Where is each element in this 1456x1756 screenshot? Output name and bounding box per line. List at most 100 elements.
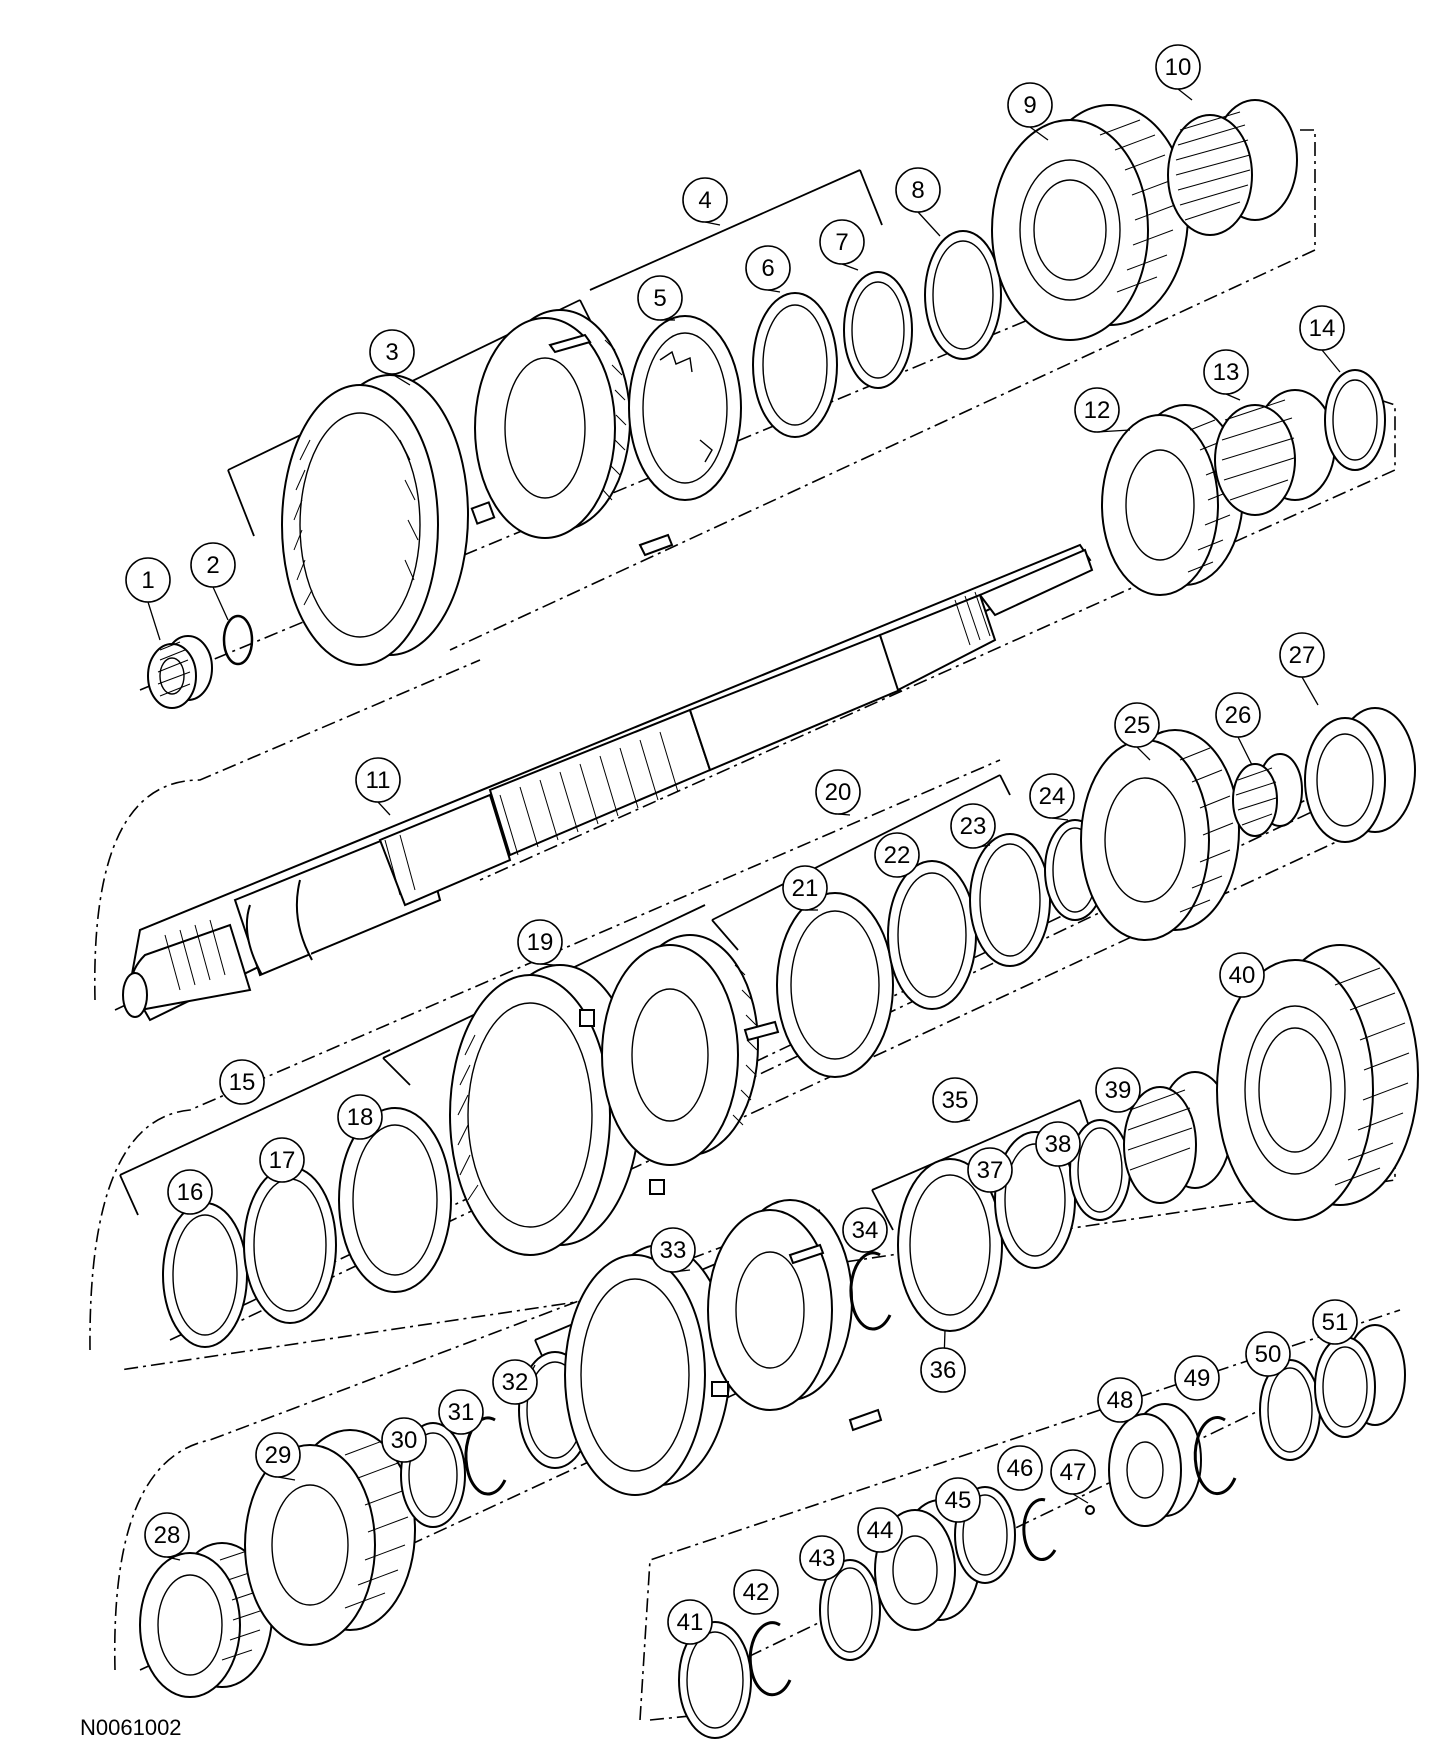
callout-48: 48 <box>1097 1377 1143 1423</box>
callout-circle <box>745 245 791 291</box>
bracket-3-left <box>227 469 255 537</box>
callout-39: 39 <box>1095 1067 1141 1113</box>
callout-circle <box>1097 1377 1143 1423</box>
bracket-35 <box>871 1099 1081 1191</box>
callout-number: 26 <box>1225 702 1252 729</box>
callout-circle <box>1074 387 1120 433</box>
part-36-blocker-ring <box>897 1158 1003 1332</box>
callout-27: 27 <box>1279 632 1325 678</box>
callout-number: 40 <box>1229 962 1256 989</box>
callout-circle <box>874 832 920 878</box>
part-18-blocker-ring <box>338 1107 452 1293</box>
callout-50: 50 <box>1245 1331 1291 1377</box>
bracket-15 <box>119 1049 391 1176</box>
parts <box>122 99 1419 1739</box>
callout-15: 15 <box>219 1059 265 1105</box>
callout-number: 32 <box>502 1369 529 1396</box>
leader-line-27 <box>1301 676 1319 706</box>
callout-number: 20 <box>825 779 852 806</box>
part-27-cone <box>1304 707 1416 843</box>
bracket-15-left <box>119 1174 139 1216</box>
callout-number: 36 <box>930 1357 957 1384</box>
callout-10: 10 <box>1155 44 1201 90</box>
callout-1: 1 <box>125 557 171 603</box>
callout-16: 16 <box>167 1169 213 1215</box>
part-33-synchro-sleeve <box>564 1244 731 1496</box>
callout-32: 32 <box>492 1359 538 1405</box>
callout-circle <box>815 769 861 815</box>
part-39-needle-bearing <box>1123 1071 1232 1204</box>
callout-number: 28 <box>154 1522 181 1549</box>
callout-circle <box>895 167 941 213</box>
callout-circle <box>1312 1299 1358 1345</box>
callout-circle <box>190 542 236 588</box>
part-19-synchro-sleeve <box>449 964 641 1256</box>
callout-7: 7 <box>819 219 865 265</box>
callout-19: 19 <box>517 919 563 965</box>
callout-number: 39 <box>1105 1077 1132 1104</box>
callout-number: 38 <box>1045 1131 1072 1158</box>
callout-circle <box>682 177 728 223</box>
part-22-ring <box>887 860 977 1010</box>
callout-6: 6 <box>745 245 791 291</box>
callout-number: 29 <box>265 1442 292 1469</box>
callout-number: 11 <box>366 767 391 794</box>
callout-circle <box>932 1077 978 1123</box>
callout-number: 13 <box>1213 359 1240 386</box>
part-43-ring <box>819 1559 881 1661</box>
leader-line-1 <box>147 601 161 641</box>
callout-number: 25 <box>1124 712 1151 739</box>
callout-circle <box>1029 773 1075 819</box>
callout-28: 28 <box>144 1512 190 1558</box>
callout-circle <box>1155 44 1201 90</box>
callout-circle <box>733 1569 779 1615</box>
bracket-35-left <box>871 1189 894 1231</box>
callout-number: 14 <box>1309 315 1336 342</box>
callout-circle <box>125 557 171 603</box>
leader-line-9 <box>1029 126 1049 141</box>
callout-14: 14 <box>1299 305 1345 351</box>
callout-number: 18 <box>347 1104 374 1131</box>
part-29-gear <box>244 1429 416 1646</box>
callout-circle <box>842 1207 888 1253</box>
callout-number: 6 <box>761 255 774 282</box>
callout-circle <box>167 1169 213 1215</box>
callout-number: 34 <box>852 1217 879 1244</box>
part-16-ring <box>162 1202 248 1348</box>
part-47-ball <box>1085 1505 1095 1515</box>
callout-circle <box>492 1359 538 1405</box>
callout-circle <box>381 1417 427 1463</box>
part-46-snap-ring <box>1022 1498 1057 1561</box>
callout-29: 29 <box>255 1432 301 1478</box>
callout-number: 16 <box>177 1179 204 1206</box>
callout-circle <box>637 275 683 321</box>
callout-number: 47 <box>1060 1459 1087 1486</box>
callout-38: 38 <box>1035 1121 1081 1167</box>
callout-number: 37 <box>977 1157 1004 1184</box>
callout-number: 7 <box>835 229 848 256</box>
callout-number: 9 <box>1023 92 1036 119</box>
callout-circle <box>255 1432 301 1478</box>
part-21-blocker-ring <box>776 892 894 1078</box>
part-38-ring <box>1069 1119 1131 1221</box>
callout-13: 13 <box>1203 349 1249 395</box>
callout-23: 23 <box>950 803 996 849</box>
callout-number: 35 <box>942 1087 969 1114</box>
callout-22: 22 <box>874 832 920 878</box>
part-6-ring <box>752 292 838 438</box>
callout-number: 45 <box>945 1487 972 1514</box>
callout-circle <box>950 803 996 849</box>
callout-circle <box>144 1512 190 1558</box>
callout-number: 10 <box>1165 54 1192 81</box>
part-26-needle-bearing <box>1232 753 1303 837</box>
part-9-helical-gear <box>991 104 1189 341</box>
callout-41: 41 <box>667 1599 713 1645</box>
part-33-synchro-hub <box>707 1199 883 1432</box>
part-8-ring <box>924 230 1002 360</box>
callout-number: 48 <box>1107 1387 1134 1414</box>
part-12-gear <box>1101 404 1244 596</box>
callout-8: 8 <box>895 167 941 213</box>
leader-line-14 <box>1321 349 1341 373</box>
